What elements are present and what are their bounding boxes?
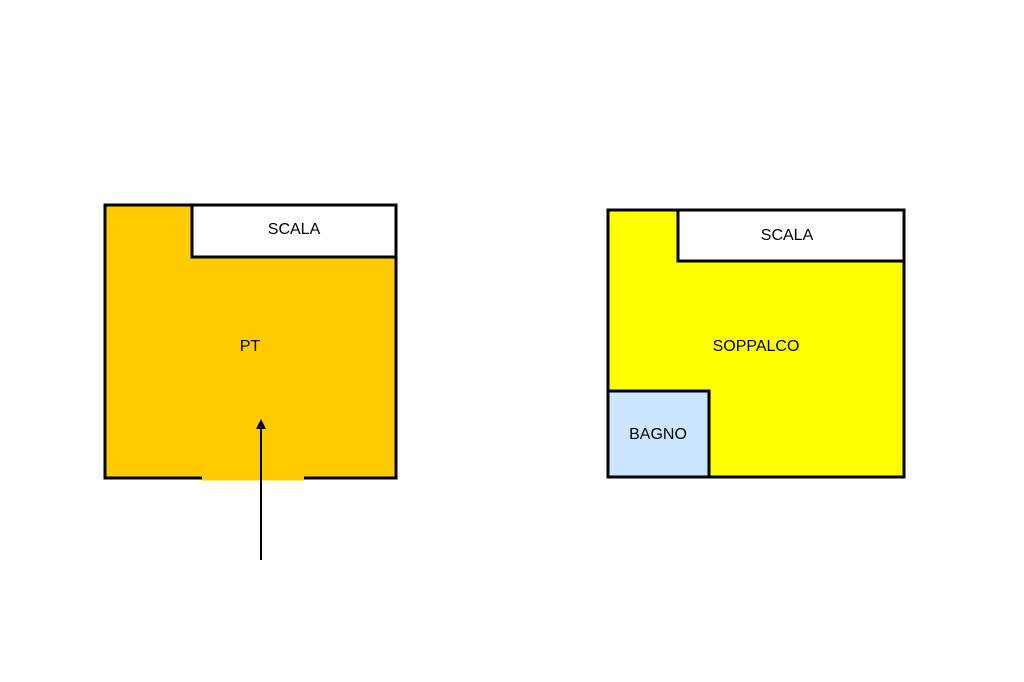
mezzanine-label: SOPPALCO (713, 338, 800, 355)
bathroom-label: BAGNO (629, 426, 687, 443)
ground-floor-plan: SCALA PT (103, 203, 398, 560)
mezzanine-stair-label: SCALA (761, 227, 814, 244)
mezzanine-plan: SCALA BAGNO SOPPALCO (606, 208, 906, 479)
bathroom-room (606, 389, 711, 479)
ground-floor-label: PT (240, 338, 261, 355)
ground-floor-stair (190, 203, 398, 259)
ground-floor-stair-label: SCALA (268, 221, 321, 238)
mezzanine-stair (676, 208, 906, 263)
